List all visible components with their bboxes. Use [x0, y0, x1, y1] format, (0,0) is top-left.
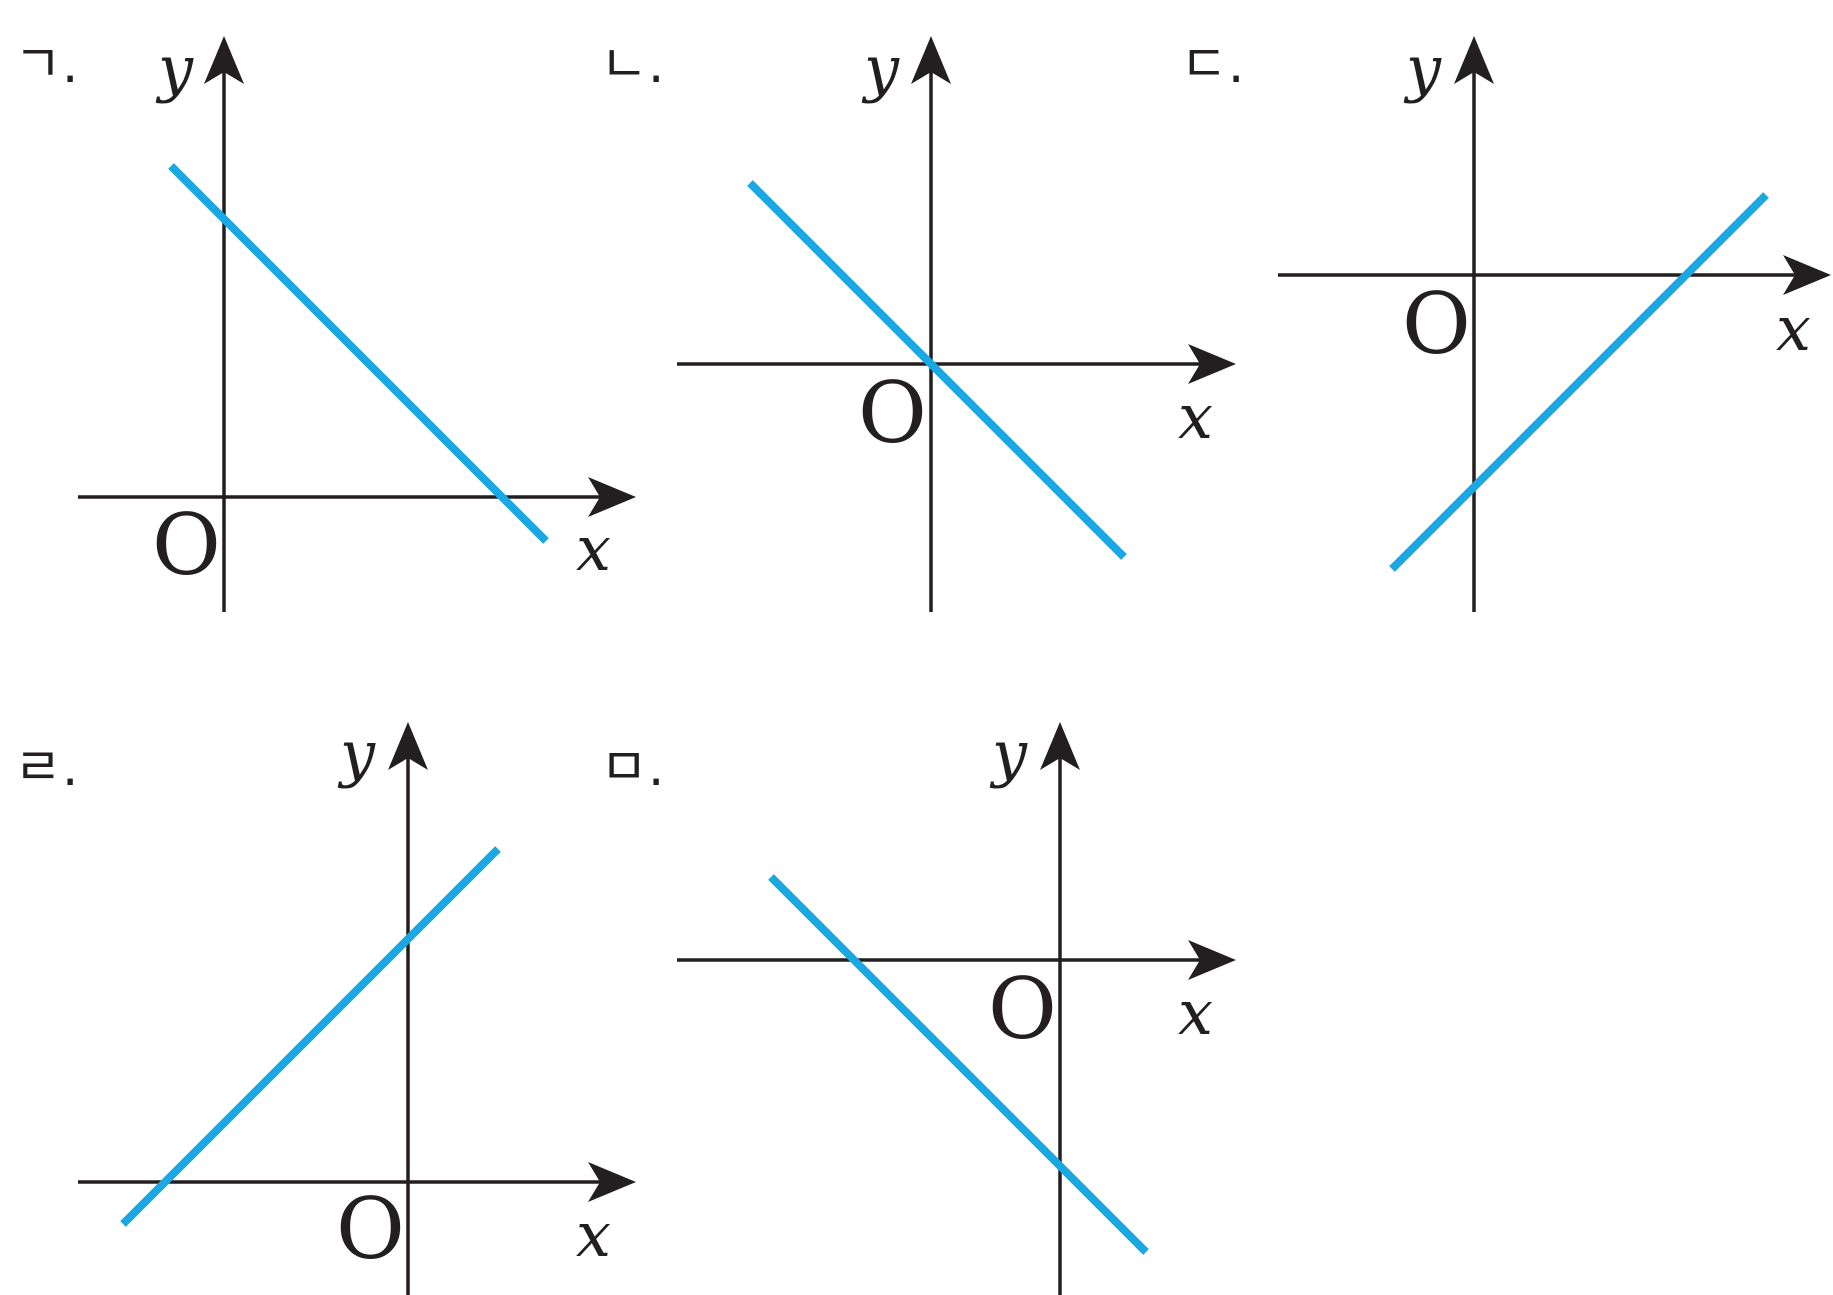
y-axis-label: y	[989, 717, 1028, 790]
x-axis-arrow-icon	[1188, 344, 1236, 384]
x-axis-label: x	[1776, 292, 1811, 365]
y-axis-label: y	[1403, 32, 1442, 105]
origin-label: O	[858, 364, 927, 462]
graph-line	[120, 846, 501, 1227]
y-axis-arrow-icon	[388, 722, 428, 770]
x-axis-label: x	[576, 1198, 611, 1271]
y-axis-arrow-icon	[911, 36, 951, 84]
origin-label: O	[1402, 275, 1471, 373]
y-axis-arrow-icon	[204, 36, 244, 84]
panel-2: ㄴ. y x O	[600, 32, 1236, 612]
panel-label: ㄱ.	[14, 35, 78, 95]
x-axis-arrow-icon	[588, 477, 636, 517]
x-axis-label: x	[576, 512, 611, 585]
graph-line	[768, 874, 1149, 1255]
panel-5: ㅁ. y x O	[600, 717, 1236, 1295]
graph-line	[168, 163, 549, 544]
x-axis-arrow-icon	[1188, 940, 1236, 980]
x-axis-label: x	[1178, 976, 1213, 1049]
panel-1: ㄱ. y x O	[14, 32, 636, 612]
graph-line	[1389, 192, 1769, 572]
panel-label: ㅁ.	[600, 738, 664, 798]
origin-label: O	[152, 496, 221, 594]
origin-label: O	[988, 960, 1057, 1058]
x-axis-arrow-icon	[1783, 255, 1831, 295]
panel-3: ㄷ. y x O	[1180, 32, 1831, 612]
y-axis-label: y	[337, 717, 376, 790]
panel-4: ㄹ. y x O	[14, 717, 636, 1295]
y-axis-arrow-icon	[1454, 36, 1494, 84]
y-axis-label: y	[861, 32, 900, 105]
y-axis-arrow-icon	[1040, 722, 1080, 770]
graph-line	[747, 180, 1127, 560]
panel-label: ㄴ.	[600, 35, 664, 95]
x-axis-arrow-icon	[588, 1162, 636, 1202]
origin-label: O	[336, 1180, 405, 1278]
panel-label: ㄹ.	[14, 738, 78, 798]
panel-label: ㄷ.	[1180, 35, 1244, 95]
x-axis-label: x	[1178, 380, 1213, 453]
y-axis-label: y	[155, 32, 194, 105]
